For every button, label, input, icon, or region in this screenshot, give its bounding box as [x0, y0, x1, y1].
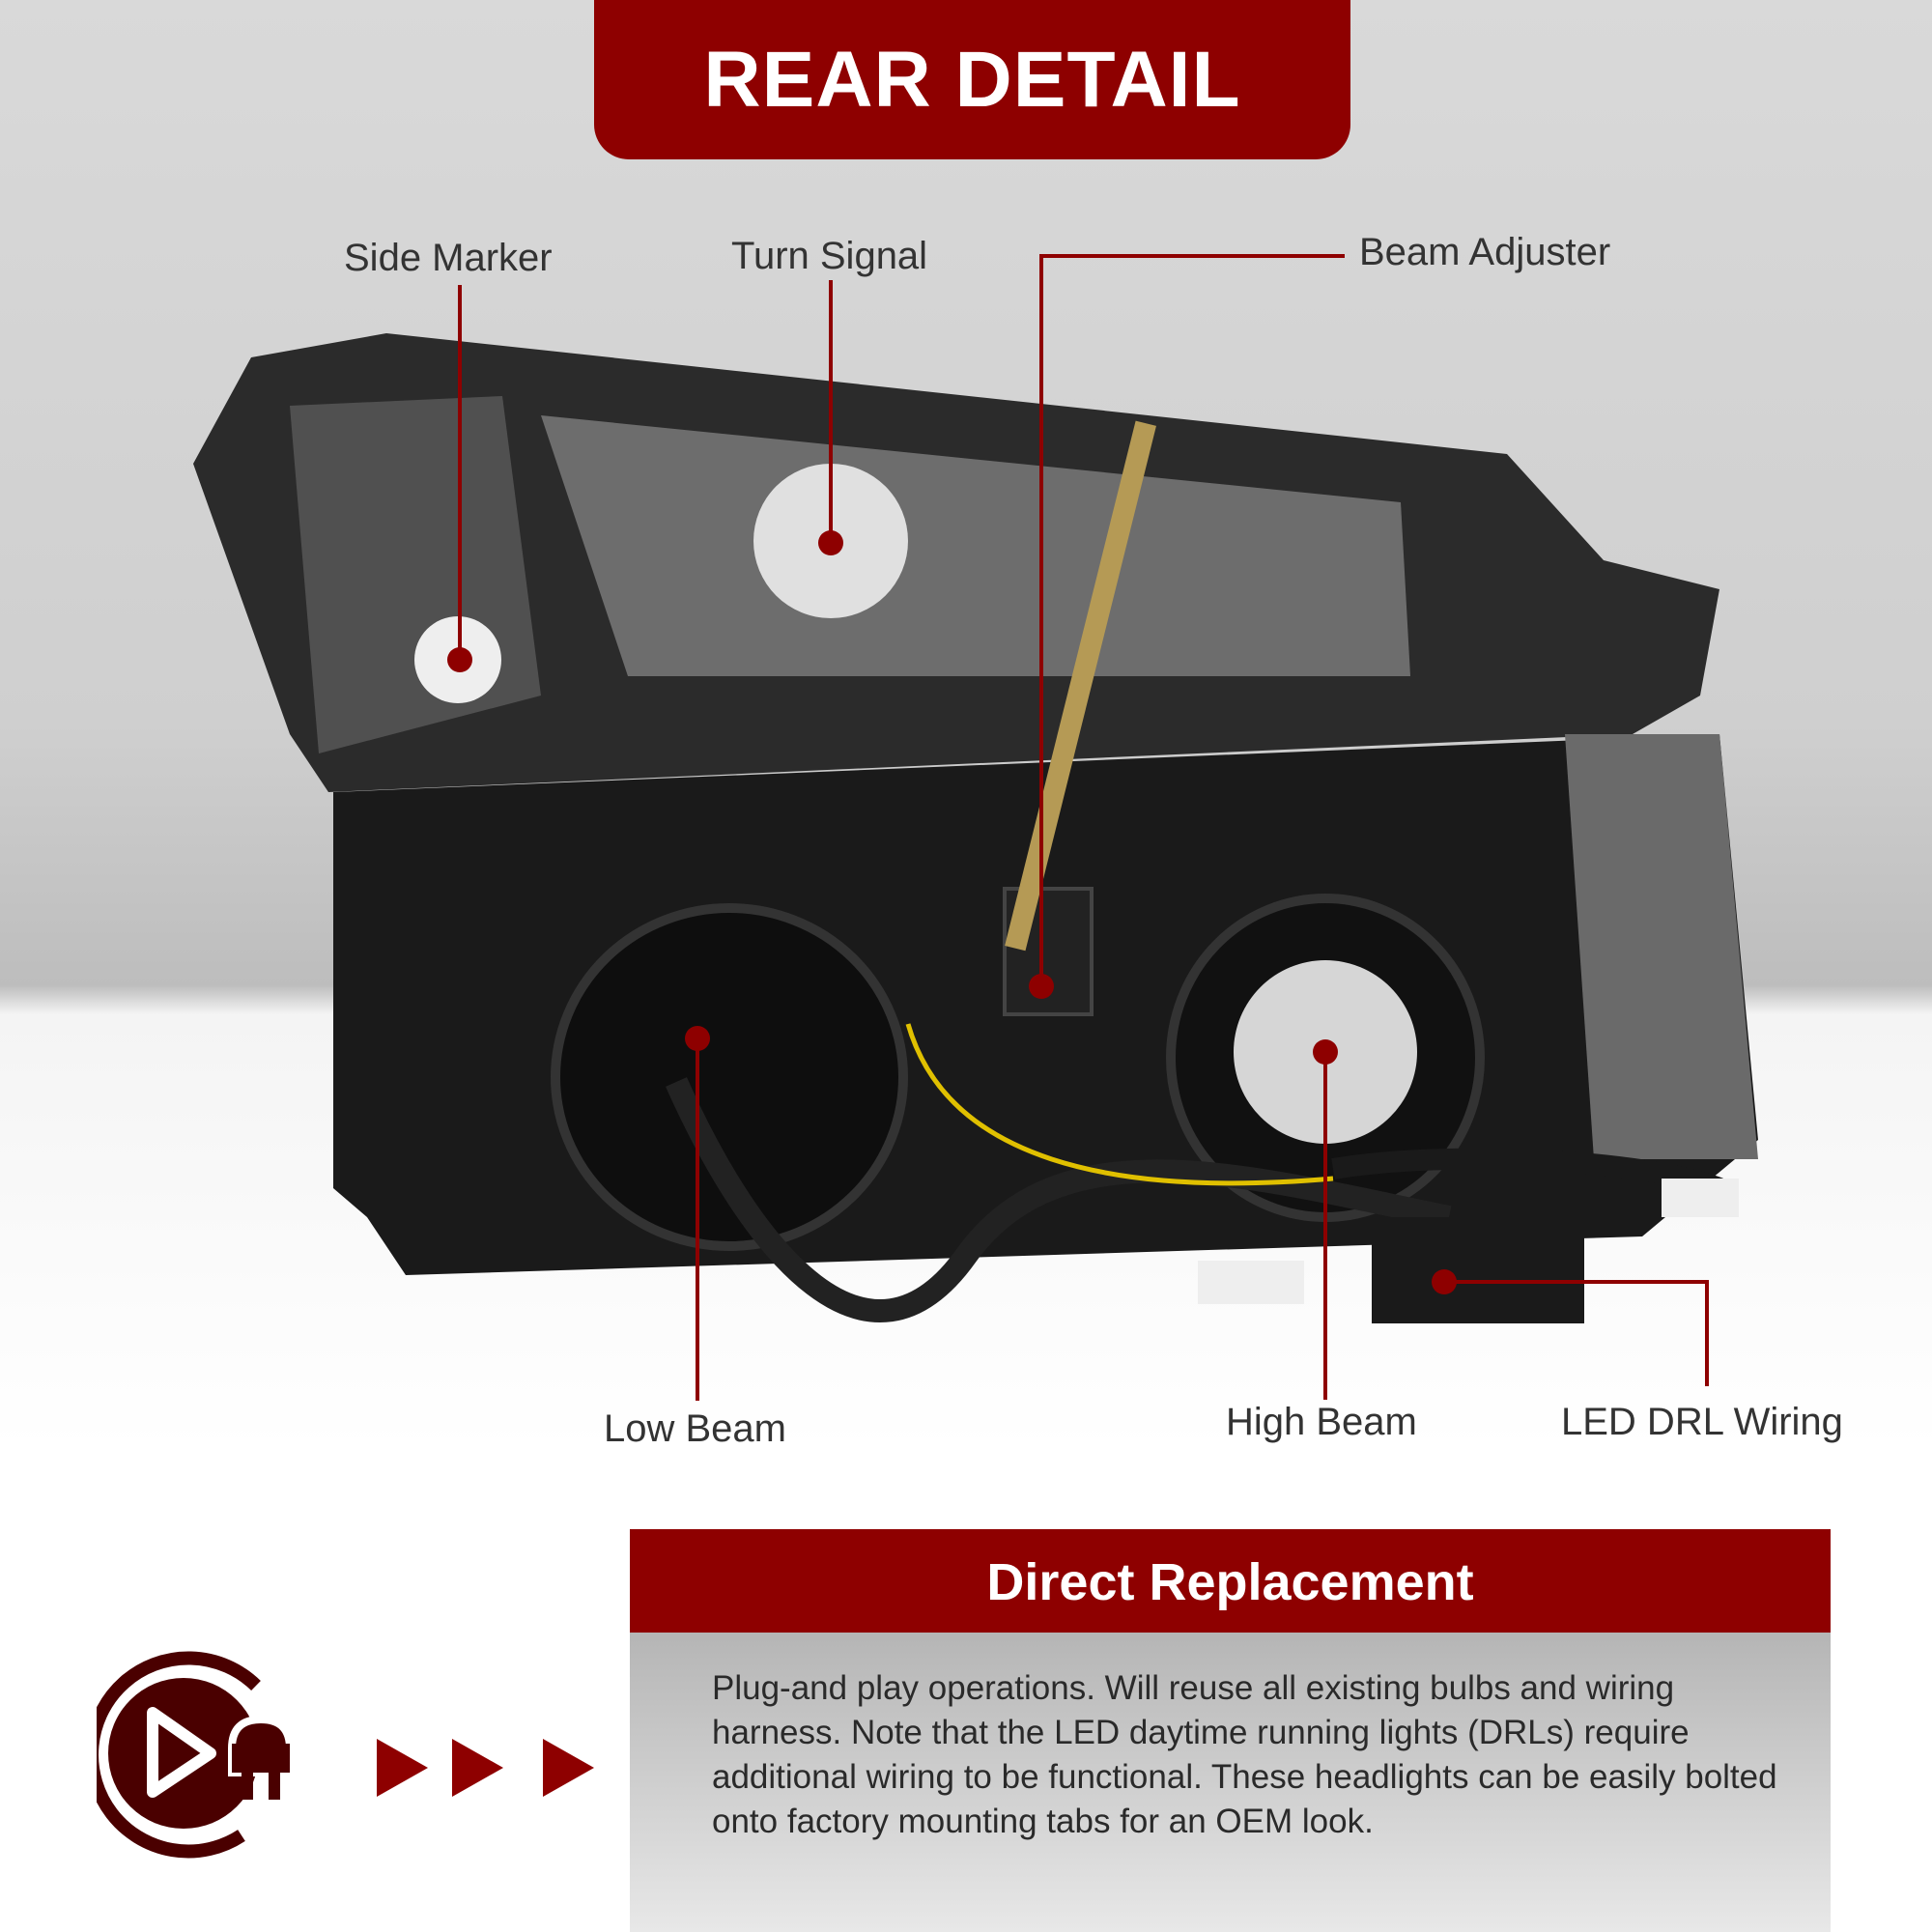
label-high-beam: High Beam	[1226, 1401, 1417, 1443]
plug-and-play-icon	[97, 1651, 294, 1859]
callout-dot-turn-signal	[818, 530, 843, 555]
triple-arrow-icon	[377, 1739, 594, 1797]
callout-line-drl-v	[1705, 1280, 1709, 1386]
callout-line-beam-adjuster-v	[1039, 254, 1043, 986]
feature-title: Direct Replacement	[630, 1529, 1831, 1633]
callout-line-side-marker	[458, 285, 462, 660]
label-side-marker: Side Marker	[344, 237, 553, 279]
page-title: REAR DETAIL	[594, 0, 1350, 159]
callout-dot-beam-adjuster	[1029, 974, 1054, 999]
label-beam-adjuster: Beam Adjuster	[1359, 231, 1611, 273]
feature-description: Plug-and play operations. Will reuse all…	[712, 1669, 1777, 1840]
callout-line-high-beam	[1323, 1052, 1327, 1400]
arrow-icon	[452, 1739, 503, 1797]
headlight-photo	[193, 333, 1758, 1323]
callout-line-turn-signal	[829, 280, 833, 543]
callout-line-low-beam	[696, 1038, 699, 1401]
feature-panel: Plug-and play operations. Will reuse all…	[630, 1633, 1831, 1932]
callout-dot-high-beam	[1313, 1039, 1338, 1065]
callout-dot-drl	[1432, 1269, 1457, 1294]
callout-dot-side-marker	[447, 647, 472, 672]
callout-dot-low-beam	[685, 1026, 710, 1051]
callout-line-drl-h	[1444, 1280, 1709, 1284]
label-led-drl-wiring: LED DRL Wiring	[1561, 1401, 1843, 1443]
label-low-beam: Low Beam	[604, 1407, 786, 1450]
arrow-icon	[543, 1739, 594, 1797]
arrow-icon	[377, 1739, 428, 1797]
label-turn-signal: Turn Signal	[731, 235, 928, 277]
callout-line-beam-adjuster-h	[1039, 254, 1345, 258]
